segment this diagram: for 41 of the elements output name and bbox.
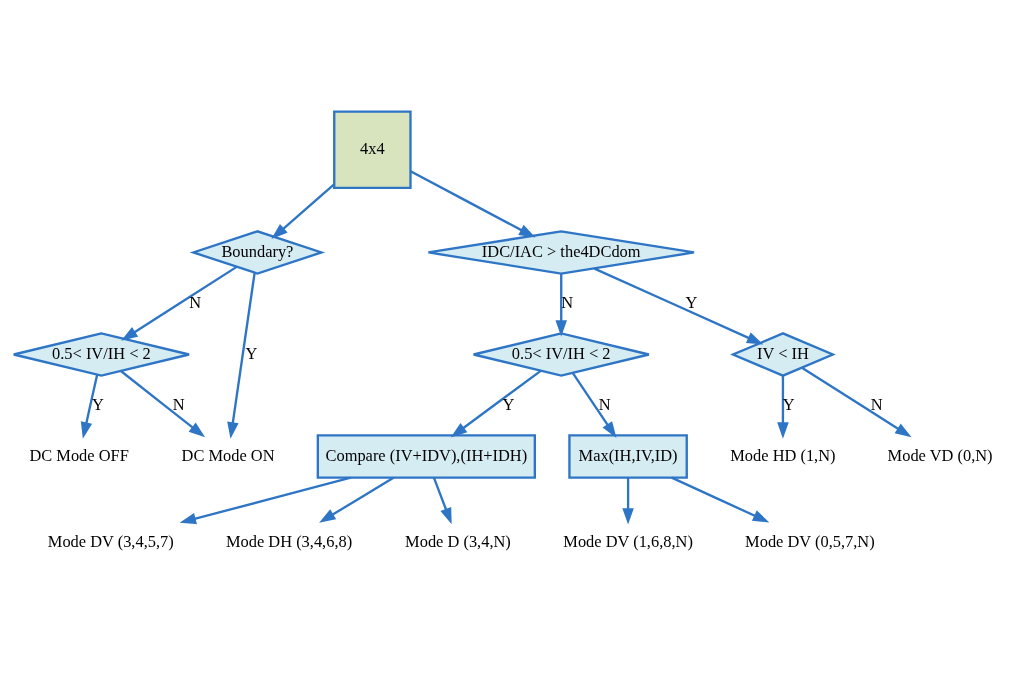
edge-label: N bbox=[188, 292, 201, 312]
node-text: Mode DV (0,5,7,N) bbox=[744, 531, 875, 551]
node-text: Mode VD (0,N) bbox=[887, 445, 993, 465]
node-box: 4x4 bbox=[332, 110, 412, 190]
node-diamond: 0.5< IV/IH < 2 bbox=[471, 332, 650, 377]
arrow bbox=[226, 272, 256, 439]
arrow bbox=[318, 476, 394, 523]
edge-label: Y bbox=[91, 394, 104, 414]
arrow bbox=[450, 369, 541, 438]
arrow bbox=[621, 477, 634, 525]
node-text: Mode D (3,4,N) bbox=[404, 531, 511, 551]
node-text: Mode DV (3,4,5,7) bbox=[47, 531, 174, 551]
arrow bbox=[593, 267, 763, 345]
arrow bbox=[554, 273, 567, 337]
edge-label: Y bbox=[245, 343, 257, 363]
arrow bbox=[670, 476, 769, 523]
edge-label: Y bbox=[685, 292, 697, 312]
node-text: DC Mode OFF bbox=[28, 445, 129, 465]
edge-label: N bbox=[598, 394, 611, 414]
arrow bbox=[119, 370, 205, 438]
node-box: Compare (IV+IDV),(IH+IDH) bbox=[316, 434, 536, 479]
edge-label: N bbox=[870, 394, 883, 414]
edge-label: Y bbox=[502, 394, 514, 414]
arrow bbox=[120, 265, 237, 341]
node-diamond: IDC/IAC > the4DCdom bbox=[426, 230, 695, 275]
node-text: Mode HD (1,N) bbox=[729, 445, 836, 465]
node-box: Max(IH,IV,ID) bbox=[567, 434, 688, 479]
edge-label: N bbox=[172, 394, 185, 414]
arrow bbox=[179, 476, 351, 525]
arrow bbox=[571, 372, 616, 439]
arrow bbox=[409, 170, 535, 238]
node-text: Mode DH (3,4,6,8) bbox=[225, 531, 352, 551]
arrow bbox=[270, 183, 335, 240]
node-text: DC Mode ON bbox=[181, 445, 275, 465]
node-diamond: 0.5< IV/IH < 2 bbox=[12, 332, 190, 377]
node-text: Mode DV (1,6,8,N) bbox=[562, 531, 693, 551]
arrow bbox=[800, 366, 912, 438]
node-diamond: Boundary? bbox=[189, 230, 325, 275]
edge-label: N bbox=[560, 292, 573, 312]
arrow bbox=[80, 374, 98, 439]
arrow bbox=[432, 477, 452, 525]
